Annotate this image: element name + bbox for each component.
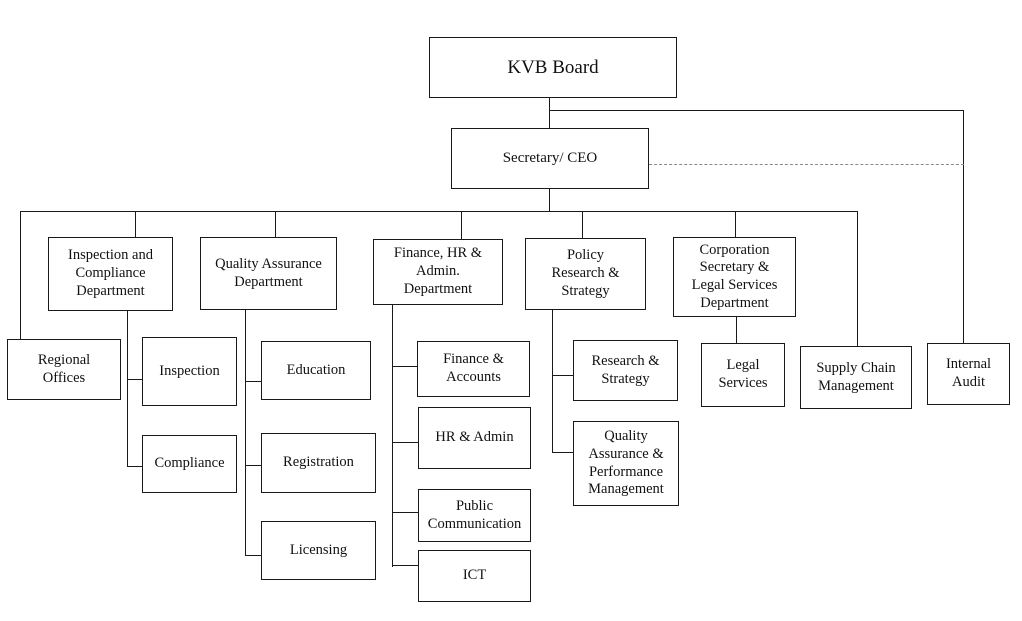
connector-drop-finance-dept — [461, 211, 463, 239]
node-policy-research-strategy: Policy Research & Strategy — [525, 238, 646, 310]
node-regional-offices: Regional Offices — [7, 339, 121, 400]
connector-drop-corporation-dept — [735, 211, 737, 237]
node-inspection: Inspection — [142, 337, 237, 406]
connector-drop-supply-chain — [857, 211, 859, 346]
connector-stub-qa-performance — [552, 452, 573, 454]
connector-secretary-to-rail — [549, 189, 551, 212]
node-legal-services: Legal Services — [701, 343, 785, 407]
connector-drop-qa-dept — [275, 211, 277, 237]
connector-main-rail — [20, 211, 858, 213]
connector-stub-licensing — [245, 555, 261, 557]
connector-stub-hr-admin — [392, 442, 418, 444]
connector-stub-finance-accounts — [392, 366, 417, 368]
connector-drop-regional-offices — [20, 211, 22, 339]
connector-stub-research-strategy — [552, 375, 573, 377]
connector-stub-inspection — [127, 379, 142, 381]
node-corporation-secretary-legal-services-department: Corporation Secretary & Legal Services D… — [673, 237, 796, 317]
connector-corporation-to-legal-services — [736, 317, 738, 343]
node-hr-admin: HR & Admin — [418, 407, 531, 469]
connector-stub-public-communication — [392, 512, 418, 514]
node-quality-assurance-department: Quality Assurance Department — [200, 237, 337, 310]
connector-stub-education — [245, 381, 261, 383]
node-education: Education — [261, 341, 371, 400]
node-finance-accounts: Finance & Accounts — [417, 341, 530, 397]
connector-spine-policy-children — [552, 310, 554, 453]
node-compliance: Compliance — [142, 435, 237, 493]
node-kvb-board: KVB Board — [429, 37, 677, 98]
dashed-connector-secretary-to-internal-audit — [649, 164, 964, 165]
connector-stub-compliance — [127, 466, 142, 468]
connector-kvb-to-secretary — [549, 98, 551, 129]
connector-kvb-branch-right — [549, 110, 964, 112]
connector-stub-ict — [392, 565, 418, 567]
node-registration: Registration — [261, 433, 376, 493]
node-research-strategy: Research & Strategy — [573, 340, 678, 401]
node-licensing: Licensing — [261, 521, 376, 580]
connector-drop-policy-dept — [582, 211, 584, 238]
node-public-communication: Public Communication — [418, 489, 531, 542]
connector-stub-registration — [245, 465, 261, 467]
node-inspection-and-compliance-department: Inspection and Compliance Department — [48, 237, 173, 311]
connector-spine-qa-children — [245, 310, 247, 556]
connector-drop-inspection-compliance-dept — [135, 211, 137, 237]
connector-spine-inspection-compliance-children — [127, 311, 129, 467]
node-ict: ICT — [418, 550, 531, 602]
node-internal-audit: Internal Audit — [927, 343, 1010, 405]
connector-spine-finance-children — [392, 305, 394, 567]
node-supply-chain-management: Supply Chain Management — [800, 346, 912, 409]
node-secretary-ceo: Secretary/ CEO — [451, 128, 649, 189]
node-finance-hr-admin-department: Finance, HR & Admin. Department — [373, 239, 503, 305]
node-quality-assurance-performance-management: Quality Assurance & Performance Manageme… — [573, 421, 679, 506]
connector-down-to-internal-audit — [963, 110, 965, 343]
